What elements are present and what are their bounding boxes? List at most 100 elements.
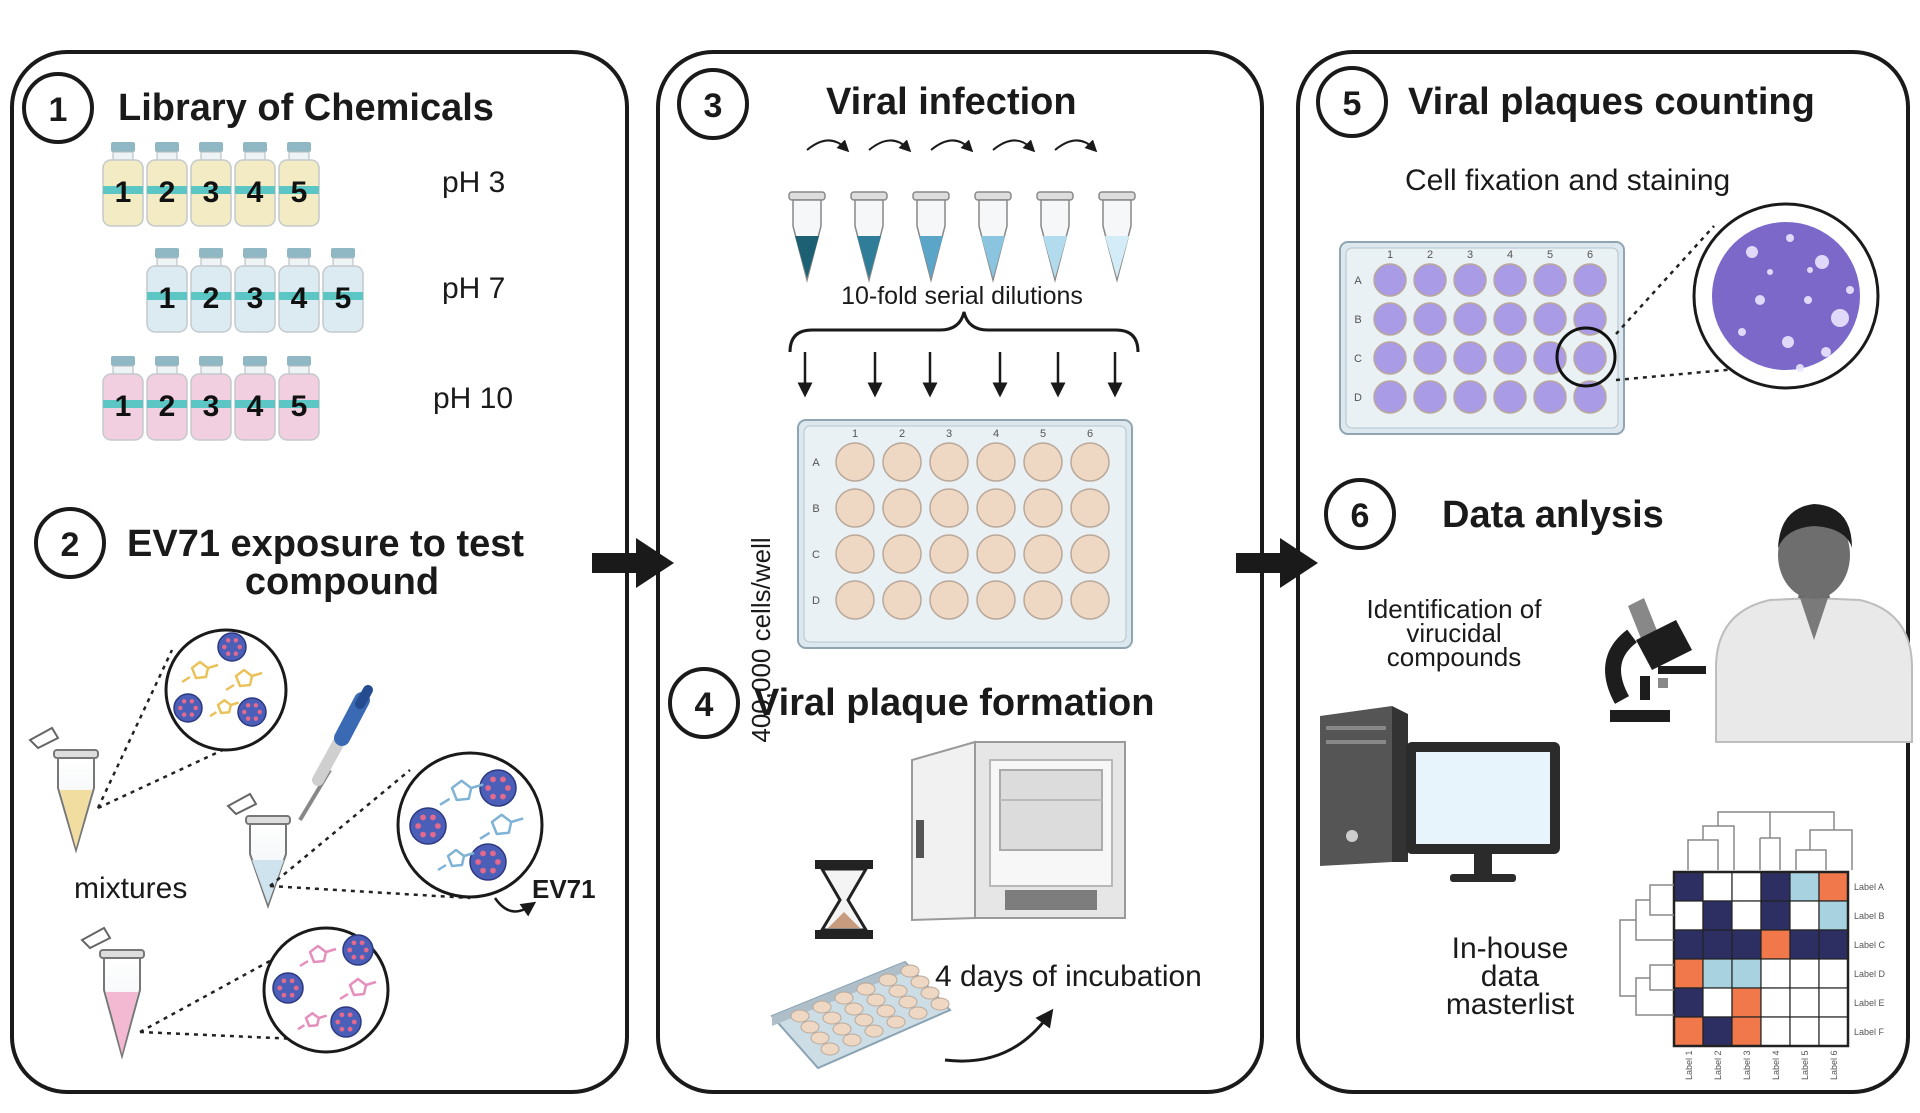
panel-1-title: Library of Chemicals <box>118 87 494 129</box>
step-1-number: 1 <box>49 91 68 129</box>
scientist-icon <box>1715 504 1913 743</box>
heatmap-col-label: Label 3 <box>1742 1050 1752 1080</box>
inhouse-line3: masterlist <box>1446 988 1575 1021</box>
well <box>1373 263 1407 297</box>
step-5-badge: 5 <box>1316 66 1388 138</box>
incubator-icon <box>911 740 1126 922</box>
microscope-icon <box>1605 598 1706 722</box>
step-3-badge: 3 <box>677 68 749 140</box>
vial-number: 2 <box>203 282 220 315</box>
plate-col-label: 6 <box>1087 428 1093 440</box>
computer-icon <box>1320 706 1560 882</box>
plate-row-label: B <box>812 503 819 515</box>
vial: 3 <box>190 356 232 441</box>
heatmap-cell <box>1731 958 1762 989</box>
heatmap-col-label: Label 5 <box>1800 1050 1810 1080</box>
inhouse-line2: data <box>1481 960 1540 993</box>
heatmap-cell <box>1731 871 1762 902</box>
well <box>1453 341 1487 375</box>
heatmap-col-label: Label 2 <box>1713 1050 1723 1080</box>
vial-number: 5 <box>291 390 308 423</box>
plate-row-label: C <box>812 549 820 561</box>
well <box>1070 580 1110 620</box>
panel-5-title: Viral plaques counting <box>1408 81 1815 123</box>
heatmap-cell <box>1731 987 1762 1018</box>
well <box>1533 263 1567 297</box>
vial: 2 <box>146 356 188 441</box>
plate-col-label: 6 <box>1587 249 1593 261</box>
well <box>1023 580 1063 620</box>
well <box>835 534 875 574</box>
vial-number: 1 <box>159 282 176 315</box>
arrow-right-2 <box>1236 538 1318 588</box>
heatmap-cell <box>1789 900 1820 931</box>
heatmap-col-label: Label 6 <box>1829 1050 1839 1080</box>
heatmap-cell <box>1760 958 1791 989</box>
step-3-number: 3 <box>704 87 723 125</box>
panel-5-subtitle: Cell fixation and staining <box>1405 164 1730 197</box>
well <box>1023 534 1063 574</box>
panel-4-title: Viral plaque formation <box>754 682 1154 724</box>
well <box>1373 341 1407 375</box>
well <box>1493 341 1527 375</box>
step-2-badge: 2 <box>34 507 106 579</box>
vial-number: 3 <box>247 282 264 315</box>
heatmap-cell <box>1789 958 1820 989</box>
vial-number: 4 <box>291 282 308 315</box>
plaque-zoom <box>1555 202 1880 390</box>
dendrogram-left <box>1619 884 1674 1016</box>
heatmap-row-label: Label F <box>1854 1027 1885 1037</box>
vial: 5 <box>278 142 320 227</box>
vial-number: 5 <box>335 282 352 315</box>
heatmap-cell <box>1818 1016 1849 1047</box>
heatmap-cell <box>1673 929 1704 960</box>
heatmap-cell <box>1760 871 1791 902</box>
vial: 1 <box>102 142 144 227</box>
identification-line1: Identification of <box>1367 594 1543 624</box>
heatmap-row-label: Label A <box>1854 882 1884 892</box>
vial-number: 2 <box>159 176 176 209</box>
step-4-number: 4 <box>695 686 714 724</box>
well <box>1453 263 1487 297</box>
hourglass-icon <box>815 860 873 939</box>
heatmap-col-label: Label 1 <box>1684 1050 1694 1080</box>
step-6-number: 6 <box>1351 497 1370 535</box>
plate-row-label: A <box>1354 275 1362 287</box>
incubating-plate-icon <box>770 960 952 1070</box>
well <box>1533 302 1567 336</box>
arrow-right-1 <box>592 538 674 588</box>
plate-col-label: 4 <box>993 428 999 440</box>
vial: 1 <box>102 356 144 441</box>
heatmap-cell <box>1702 929 1733 960</box>
dendrogram-top <box>1687 811 1853 870</box>
zoom-circle-yellow <box>96 628 288 810</box>
heatmap-col-label: Label 4 <box>1771 1050 1781 1080</box>
heatmap-cell <box>1818 900 1849 931</box>
well <box>1453 380 1487 414</box>
well <box>1023 488 1063 528</box>
well <box>1373 302 1407 336</box>
heatmap-cell <box>1760 929 1791 960</box>
heatmap-cell <box>1789 929 1820 960</box>
well <box>1413 380 1447 414</box>
vial: 3 <box>190 142 232 227</box>
heatmap-cell <box>1702 1016 1733 1047</box>
dilution-brace <box>788 311 1140 353</box>
well <box>929 580 969 620</box>
vial-number: 2 <box>159 390 176 423</box>
ph10-label: pH 10 <box>433 382 513 415</box>
heatmap-row-label: Label E <box>1854 998 1885 1008</box>
pipette-icon <box>298 685 373 822</box>
well <box>1070 488 1110 528</box>
panel-2-title-line1: EV71 exposure to test <box>127 523 524 565</box>
well <box>1413 302 1447 336</box>
heatmap-cell <box>1702 987 1733 1018</box>
mixture-tube-pink <box>80 926 145 1060</box>
ph3-label: pH 3 <box>442 166 505 199</box>
well <box>929 534 969 574</box>
vial: 2 <box>146 142 188 227</box>
well <box>882 488 922 528</box>
heatmap-cell <box>1760 1016 1791 1047</box>
